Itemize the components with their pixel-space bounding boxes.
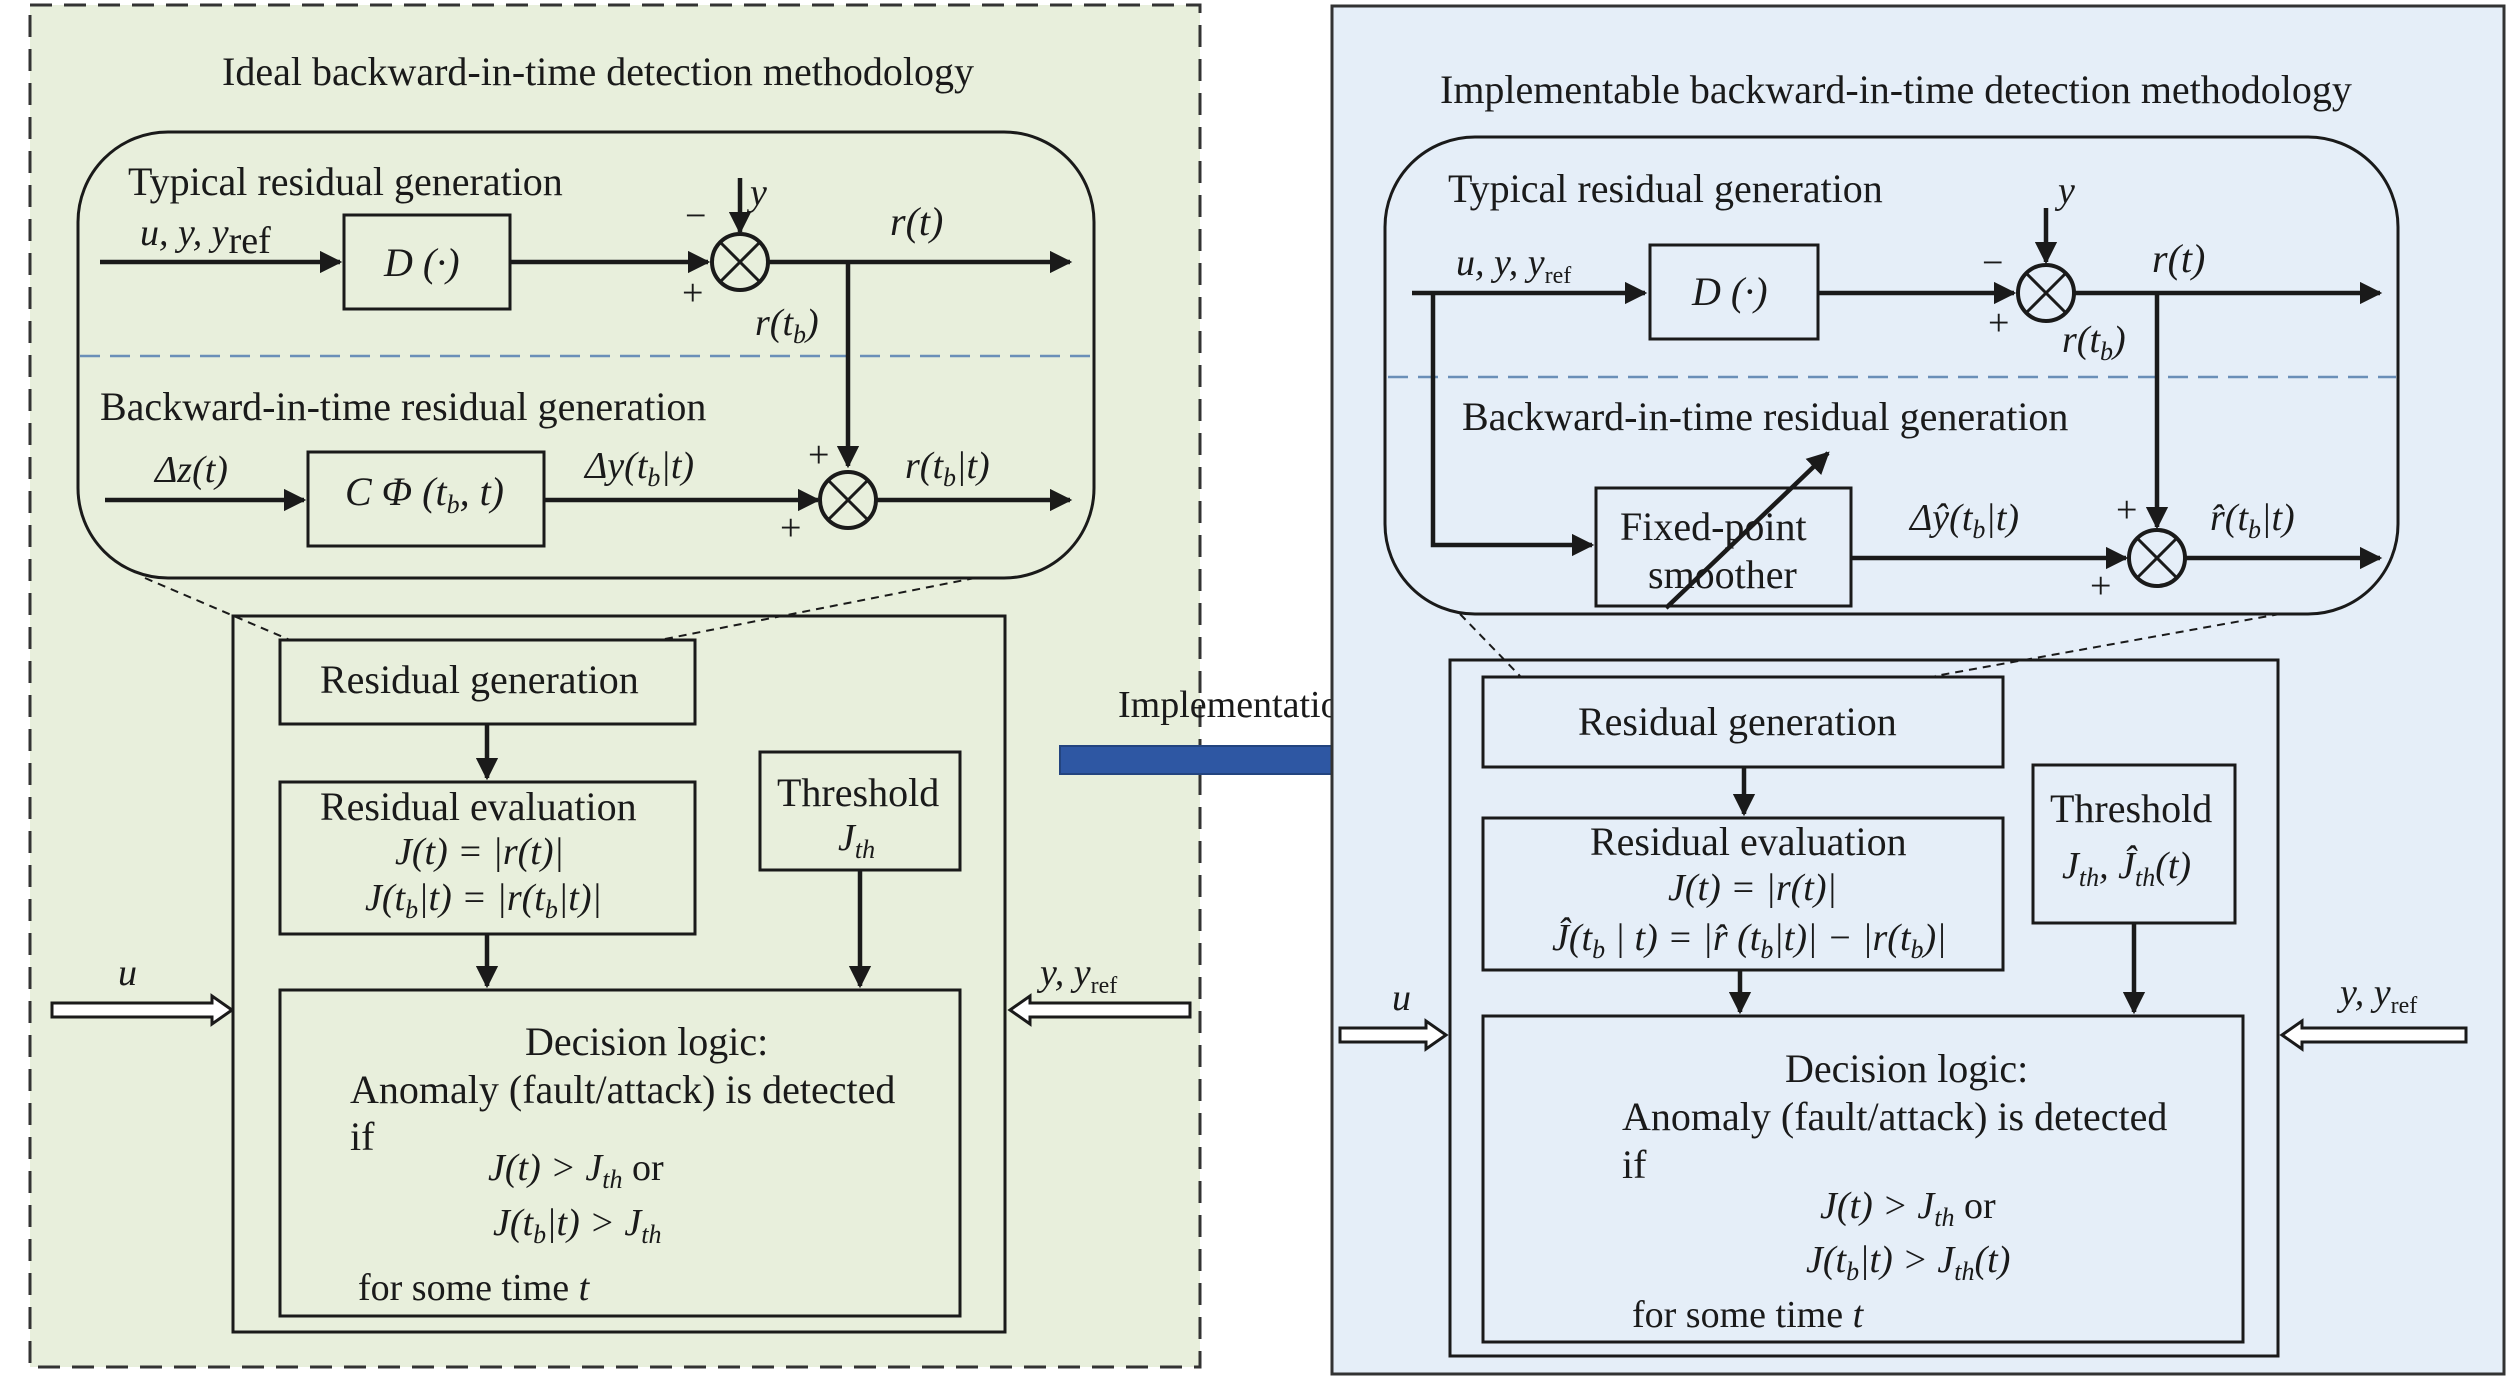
right-decision-for-some: for some time t xyxy=(1632,1294,1865,1336)
left-residual-generation-label: Residual generation xyxy=(320,657,639,702)
left-rtb-label: r(tb) xyxy=(755,302,819,349)
left-zoom-line-1 xyxy=(144,577,291,641)
left-d-block-label: D (·) xyxy=(383,240,460,285)
right-rtb-label: r(tb) xyxy=(2062,319,2126,366)
right-d-block-label: D (·) xyxy=(1691,269,1768,314)
left-decision-box xyxy=(278,988,962,1318)
right-residual-evaluation-label: Residual evaluation xyxy=(1590,819,1907,864)
right-minus-sign: − xyxy=(1982,242,2003,284)
right-decision-if: if xyxy=(1622,1142,1647,1187)
right-zoom-line-2 xyxy=(1934,613,2281,677)
right-smoother-line2: smoother xyxy=(1648,552,1797,597)
left-dy-label: Δy(tb|t) xyxy=(583,445,694,492)
left-detector-box xyxy=(231,614,1007,1334)
left-y-hollow-arrow xyxy=(1007,993,1192,1027)
left-zoom-line-2 xyxy=(659,577,976,641)
right-threshold-value: Jth, Ĵth(t) xyxy=(2062,845,2191,892)
left-decision-if: if xyxy=(350,1114,375,1159)
left-rtbt-label: r(tb|t) xyxy=(905,445,990,492)
left-eval-eq1: J(t) = |r(t)| xyxy=(395,831,564,873)
left-y-label: y xyxy=(746,172,767,214)
right-smoother-diagonal-arrow xyxy=(1664,451,1830,610)
right-typical-label: Typical residual generation xyxy=(1448,166,1883,211)
left-dz-label: Δz(t) xyxy=(153,449,228,491)
right-rhat-label: r̂(tb|t) xyxy=(2210,497,2295,544)
right-yref-label: y, yref xyxy=(2336,972,2417,1019)
right-decision-cond1: J(t) > Jth or xyxy=(1820,1185,1996,1232)
left-eval-eq2: J(tb|t) = |r(tb|t)| xyxy=(365,877,602,924)
left-yref-label: y, yref xyxy=(1036,952,1117,999)
right-panel: Implementable backward-in-time detection… xyxy=(1330,4,2506,1376)
left-panel: Ideal backward-in-time detection methodo… xyxy=(28,3,1202,1369)
left-threshold-value: Jth xyxy=(838,817,875,864)
right-u-label: u xyxy=(1392,977,1411,1019)
right-smoother-block xyxy=(1594,486,1853,608)
right-backward-label: Backward-in-time residual generation xyxy=(1462,394,2068,439)
right-smoother-line1: Fixed-point xyxy=(1620,504,1807,549)
left-decision-cond1: J(t) > Jth or xyxy=(488,1147,664,1194)
left-rt-label: r(t) xyxy=(890,199,943,244)
right-input-branch xyxy=(1430,293,1595,557)
right-input-label: u, y, yref xyxy=(1456,242,1571,289)
left-panel-title: Ideal backward-in-time detection methodo… xyxy=(222,49,974,94)
right-plus-sign-1: + xyxy=(1988,302,2009,344)
right-decision-title: Decision logic: xyxy=(1785,1046,2028,1091)
right-eval-eq2: Ĵ(tb | t) = |r̂ (tb|t)| − |r(tb)| xyxy=(1552,917,1947,964)
right-decision-line1: Anomaly (fault/attack) is detected xyxy=(1622,1094,2167,1139)
right-dyhat-label: Δŷ(tb|t) xyxy=(1908,497,2019,544)
right-threshold-label: Threshold xyxy=(2050,786,2212,831)
right-detail-box xyxy=(1383,135,2400,616)
left-u-label: u xyxy=(118,952,137,994)
left-decision-for-some: for some time t xyxy=(358,1267,591,1309)
right-residual-generation-label: Residual generation xyxy=(1578,699,1897,744)
left-detail-box xyxy=(76,130,1096,580)
right-eval-eq1: J(t) = |r(t)| xyxy=(1668,867,1837,909)
left-phi-block-label: C Φ (tb, t) xyxy=(345,469,504,519)
left-threshold-label: Threshold xyxy=(777,770,939,815)
right-u-hollow-arrow xyxy=(1338,1018,1449,1052)
right-decision-cond2: J(tb|t) > Jth(t) xyxy=(1806,1239,2010,1286)
right-y-hollow-arrow xyxy=(2279,1018,2468,1052)
left-plus-sign-2: + xyxy=(808,434,829,476)
right-panel-background xyxy=(1330,4,2506,1376)
right-residual-evaluation-box xyxy=(1481,816,2005,972)
left-plus-sign-1: + xyxy=(682,272,703,314)
left-input-label: u, y, yref xyxy=(140,212,271,262)
implementation-arrow-label: Implementation xyxy=(1118,684,1359,726)
right-detector-box xyxy=(1448,658,2280,1358)
left-minus-sign: − xyxy=(685,195,706,237)
left-u-hollow-arrow xyxy=(50,993,235,1027)
left-backward-label: Backward-in-time residual generation xyxy=(100,384,706,429)
right-rt-label: r(t) xyxy=(2152,236,2205,281)
right-panel-title: Implementable backward-in-time detection… xyxy=(1440,67,2352,112)
right-plus-sign-3: + xyxy=(2090,565,2111,607)
right-plus-sign-2: + xyxy=(2116,489,2137,531)
right-zoom-line-1 xyxy=(1459,613,1521,677)
left-decision-title: Decision logic: xyxy=(525,1019,768,1064)
left-decision-cond2: J(tb|t) > Jth xyxy=(493,1202,661,1249)
left-plus-sign-3: + xyxy=(780,507,801,549)
left-residual-evaluation-label: Residual evaluation xyxy=(320,784,637,829)
left-typical-label: Typical residual generation xyxy=(128,159,563,204)
left-decision-line1: Anomaly (fault/attack) is detected xyxy=(350,1067,895,1112)
right-y-label: y xyxy=(2054,170,2075,212)
right-decision-box xyxy=(1481,1014,2245,1344)
